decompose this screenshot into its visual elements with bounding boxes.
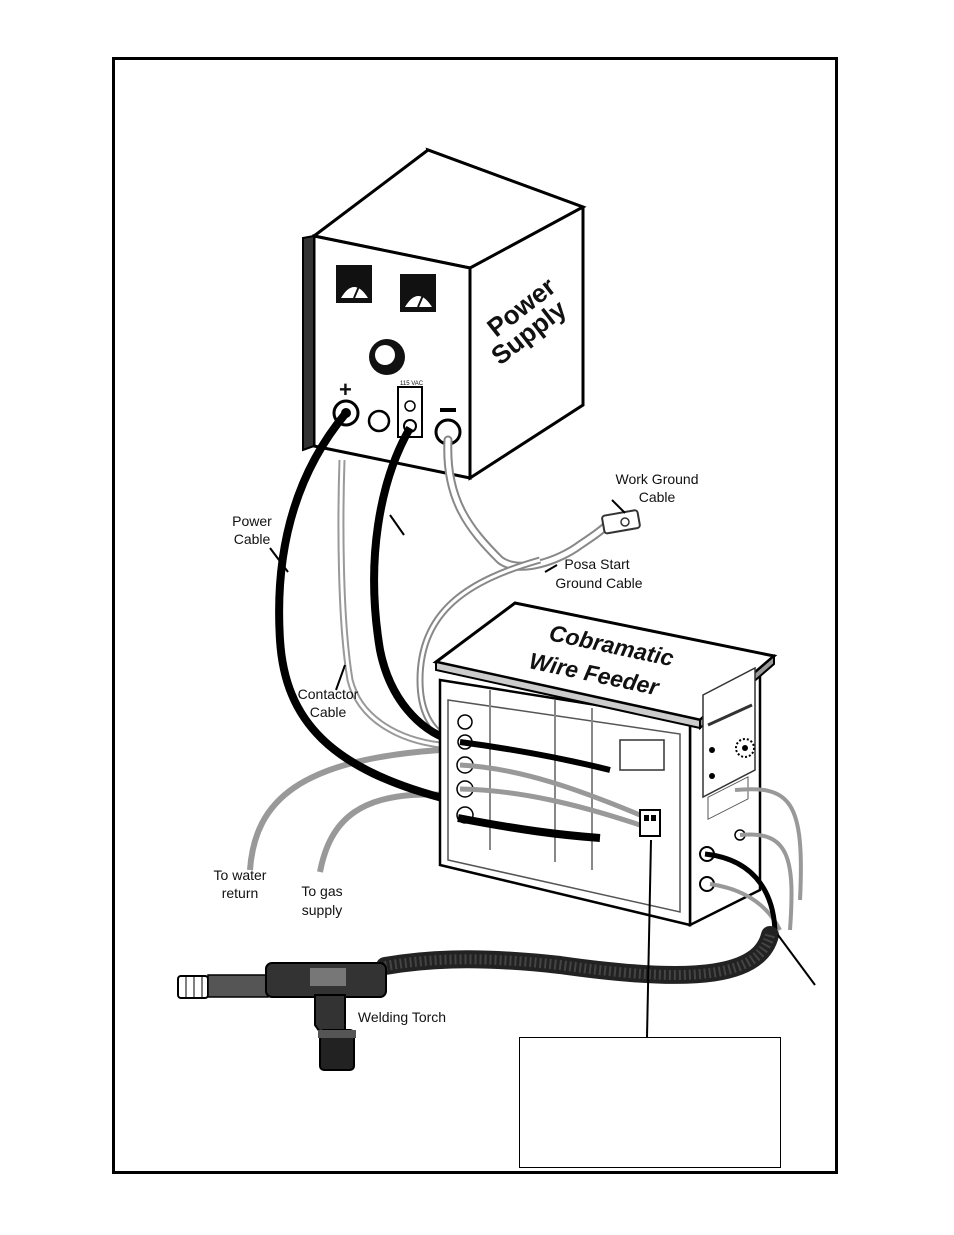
wire-feeder: Cobramatic Wire Feeder [432,601,778,928]
figure-frame [112,57,838,1174]
meter-icon [336,265,372,303]
contactor-label-line1: Contactor [298,686,359,702]
side-wires [704,787,803,936]
posa-start-label-line2: Ground Cable [555,575,642,591]
power-cable-label-line1: Power [232,513,272,529]
posa-start-label-line1: Posa Start [564,556,629,572]
torch-label: Welding Torch [358,1009,446,1025]
feeder-control-panel [702,666,756,799]
minus-symbol [440,408,456,412]
outlet-label: 115 VAC [400,381,424,387]
welding-torch [177,962,387,1071]
contactor-socket [367,409,391,433]
terminal-block [639,809,661,837]
cables [247,410,641,873]
control-knob-icon [369,339,405,375]
work-ground-label-line2: Cable [639,489,676,505]
meter-icon [400,274,436,312]
labels: Power Cable Work Ground Cable Posa Start… [214,471,699,1025]
water-label-line1: To water [214,867,267,883]
circuit-board [619,739,665,771]
torch-cable [376,926,779,984]
contactor-label-line2: Cable [310,704,347,720]
power-supply: + 115 VAC Power Supply [302,147,587,481]
plus-symbol: + [339,377,352,402]
work-ground-label-line1: Work Ground [616,471,699,487]
callout-box [519,1037,781,1168]
power-cable-label-line2: Cable [234,531,271,547]
water-label-line2: return [222,885,259,901]
leader-lines [269,499,816,1038]
gas-label-line2: supply [302,902,342,918]
gas-label-line1: To gas [301,883,342,899]
